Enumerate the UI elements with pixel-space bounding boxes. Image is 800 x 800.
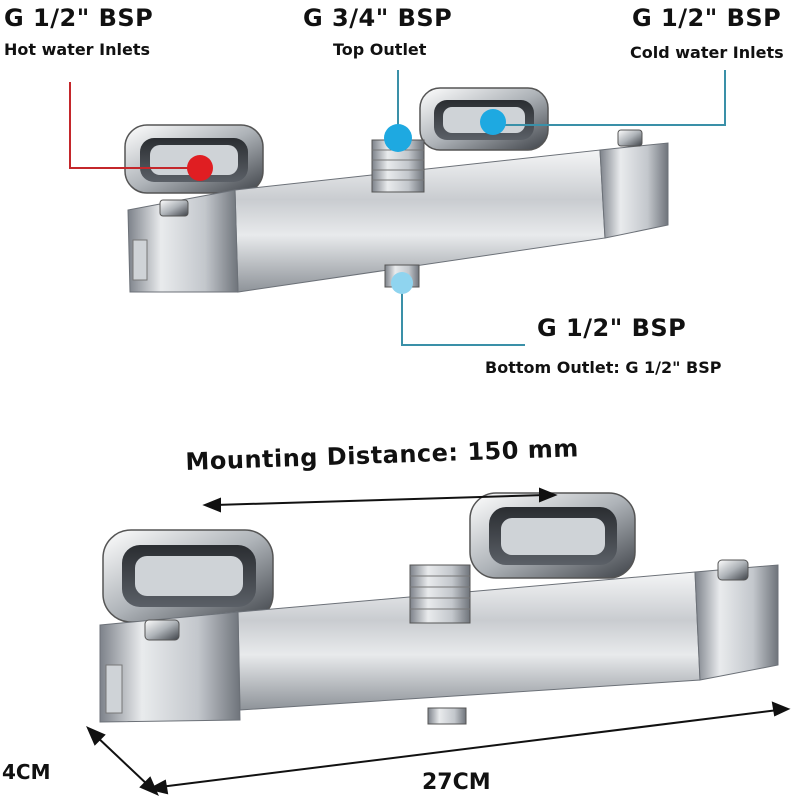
top-outlet-desc-label: Top Outlet bbox=[333, 40, 427, 59]
top-outlet-size-label: G 3/4" BSP bbox=[303, 4, 453, 32]
hot-inlet-size-label: G 1/2" BSP bbox=[4, 4, 154, 32]
top-outlet-marker bbox=[384, 124, 412, 152]
bottom-outlet-desc-label: Bottom Outlet: G 1/2" BSP bbox=[485, 358, 722, 377]
length-label: 27CM bbox=[422, 770, 491, 795]
bottom-outlet-size-label: G 1/2" BSP bbox=[537, 314, 687, 342]
callout-leaders bbox=[69, 70, 726, 346]
thermostatic-valve-front-view-icon bbox=[99, 492, 779, 725]
thermostatic-valve-top-view-icon bbox=[124, 87, 669, 293]
hot-inlet-marker bbox=[187, 155, 213, 181]
cold-inlet-marker bbox=[480, 109, 506, 135]
cold-inlet-size-label: G 1/2" BSP bbox=[632, 4, 782, 32]
dimension-arrows bbox=[86, 487, 791, 796]
bottom-outlet-marker bbox=[391, 272, 413, 294]
cold-inlet-desc-label: Cold water Inlets bbox=[630, 43, 784, 62]
hot-inlet-desc-label: Hot water Inlets bbox=[4, 40, 150, 59]
depth-label: 4CM bbox=[2, 760, 51, 784]
